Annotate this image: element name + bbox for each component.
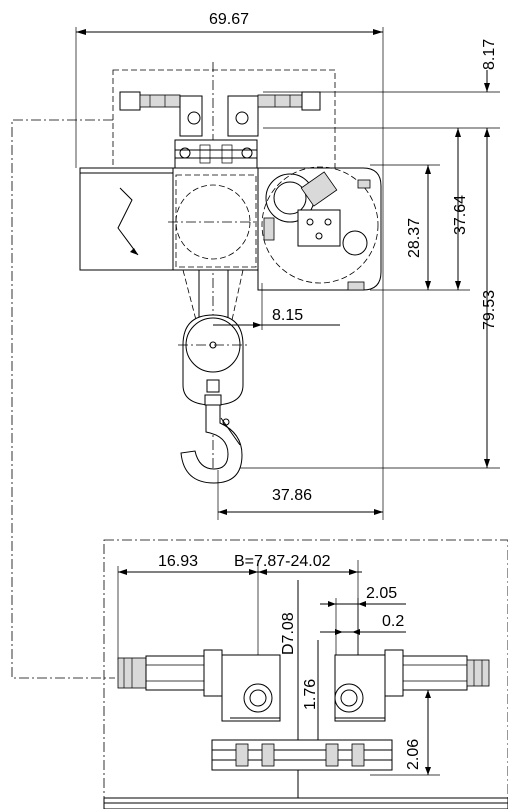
detail-wheel-right bbox=[334, 654, 386, 722]
dim-label-hook-offset: 8.15 bbox=[272, 307, 303, 324]
dim-hook-offset: 8.15 bbox=[213, 283, 340, 330]
detail-cross-shaft bbox=[103, 739, 508, 809]
detail-view-frame bbox=[103, 539, 508, 809]
gearbox bbox=[257, 166, 382, 291]
dim-motor-offset: 16.93 B=7.87-24.02 bbox=[117, 553, 362, 660]
trolley-motor-right bbox=[227, 91, 321, 137]
detail-wheel-left bbox=[221, 654, 281, 722]
dim-label-top-offset: 8.17 bbox=[481, 39, 498, 70]
dim-label-gear-height: 28.37 bbox=[406, 218, 423, 258]
dim-gaps: 2.05 0.2 bbox=[320, 585, 406, 660]
dim-label-flange-range: B=7.87-24.02 bbox=[234, 553, 331, 570]
dim-label-wheel-diameter: D7.08 bbox=[280, 612, 297, 655]
hoist-body bbox=[168, 167, 259, 271]
dim-label-wheel-offset: 1.76 bbox=[302, 679, 319, 710]
dim-label-overall-width: 69.67 bbox=[209, 11, 249, 28]
detail-motor-left bbox=[117, 649, 223, 697]
detail-motor-right bbox=[384, 649, 490, 697]
trolley-frame bbox=[174, 139, 258, 169]
dim-label-hook-width: 37.86 bbox=[272, 487, 312, 504]
dim-label-trolley-height: 37.64 bbox=[452, 195, 469, 235]
trolley-motor-left bbox=[119, 91, 203, 137]
dim-hook-width: 37.86 bbox=[217, 470, 383, 520]
hook-block bbox=[178, 269, 248, 406]
dim-overall-width: 69.67 bbox=[75, 11, 384, 520]
electrical-box bbox=[79, 167, 174, 271]
dim-label-motor-offset: 16.93 bbox=[158, 553, 198, 570]
lightning-icon bbox=[117, 187, 139, 256]
dim-label-total-height: 79.53 bbox=[481, 290, 498, 330]
dim-label-gap-a: 2.05 bbox=[366, 585, 397, 602]
dim-label-rail-height: 2.06 bbox=[405, 739, 422, 770]
section-callout-line bbox=[11, 119, 115, 679]
dim-right-stack: 8.17 79.53 37.64 28.37 bbox=[240, 39, 500, 469]
hook bbox=[180, 404, 243, 484]
dim-label-gap-b: 0.2 bbox=[382, 613, 404, 630]
